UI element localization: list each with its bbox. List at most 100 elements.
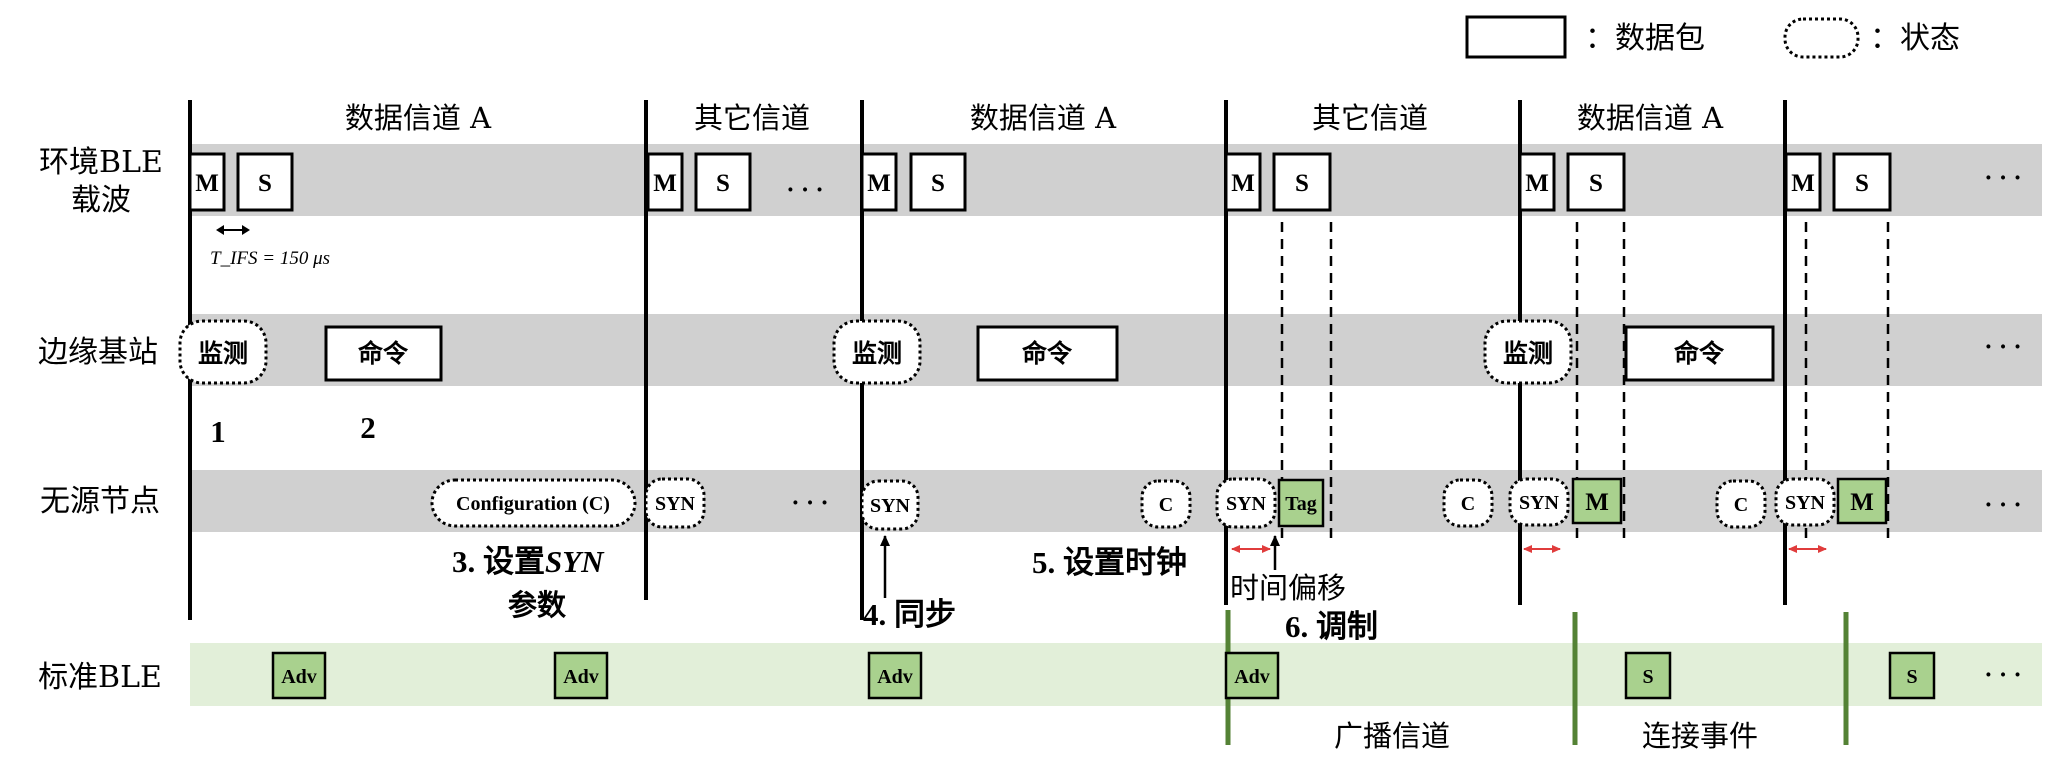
tifs-label: T_IFS = 150 μs — [210, 248, 330, 269]
state-c-label: C — [1159, 494, 1173, 516]
packet-adv-label: Adv — [563, 666, 599, 688]
ellipsis: · · · — [1984, 334, 2022, 361]
packet-adv — [271, 651, 327, 700]
row-label-ambient-1: 环境BLE — [39, 145, 163, 180]
state-syn — [644, 477, 706, 529]
packet-m-label: M — [1231, 170, 1255, 197]
step-3: 3. 设置SYN — [452, 544, 605, 579]
step-2: 2 — [360, 410, 376, 445]
packet-s-label: S — [1589, 170, 1603, 197]
state-syn — [1508, 477, 1570, 527]
packet-m — [1224, 152, 1262, 212]
step-3-italic: SYN — [545, 544, 605, 579]
row-label-passive: 无源节点 — [40, 484, 160, 519]
packet-m-green — [1836, 477, 1888, 525]
state-syn-label: SYN — [1226, 493, 1267, 515]
packet-m-label: M — [195, 170, 219, 197]
legend-packet-box — [1465, 15, 1567, 59]
state-monitor — [1483, 319, 1573, 385]
row-label-standard: 标准BLE — [38, 660, 162, 695]
packet-s-green-label: S — [1906, 666, 1917, 688]
row-label-edge: 边缘基站 — [38, 335, 158, 370]
packet-s-green — [1888, 651, 1936, 700]
packet-s-label: S — [1855, 170, 1869, 197]
legend-state-label: ：状态 — [1870, 21, 1960, 56]
state-configuration — [430, 478, 637, 528]
state-command-label: 命令 — [1674, 339, 1725, 368]
state-monitor — [832, 319, 922, 385]
state-c-label: C — [1734, 494, 1748, 516]
packet-m-green — [1571, 477, 1623, 525]
packet-m — [188, 152, 226, 212]
packet-tag-label: Tag — [1285, 493, 1317, 515]
state-monitor-label: 监测 — [1503, 339, 1553, 368]
row-label-ambient-2: 载波 — [71, 183, 131, 218]
ambient-packets: M S M S M S M S M S M S — [188, 152, 1892, 212]
packet-s — [1566, 152, 1626, 212]
packet-adv — [1224, 651, 1280, 700]
state-command — [324, 325, 443, 382]
packet-s-label: S — [1295, 170, 1309, 197]
legend-packet-label: ：数据包 — [1585, 21, 1705, 56]
packet-m-label: M — [1525, 170, 1549, 197]
packet-adv-label: Adv — [1234, 666, 1270, 688]
state-syn-label: SYN — [1785, 492, 1826, 514]
state-command — [1624, 325, 1775, 382]
state-c — [1140, 479, 1192, 529]
packet-s-green-label: S — [1642, 666, 1653, 688]
packet-adv — [553, 651, 609, 700]
state-monitor-label: 监测 — [198, 339, 248, 368]
state-syn-label: SYN — [870, 495, 911, 517]
time-offset-label: 时间偏移 — [1230, 571, 1346, 605]
state-configuration-label: Configuration (C) — [456, 493, 610, 515]
packet-m — [860, 152, 898, 212]
packet-s — [236, 152, 294, 212]
packet-m — [646, 152, 684, 212]
ellipsis: · · · — [1984, 662, 2022, 689]
packet-adv-label: Adv — [877, 666, 913, 688]
packet-s-green — [1624, 651, 1672, 700]
state-monitor — [178, 319, 268, 385]
legend-state-box — [1783, 17, 1860, 59]
conn-event-label: 连接事件 — [1642, 719, 1758, 753]
state-c — [1715, 479, 1767, 529]
packet-m — [1784, 152, 1822, 212]
state-c — [1442, 478, 1494, 528]
step-3-prefix: 3. 设置 — [452, 544, 545, 579]
step-6: 6. 调制 — [1285, 609, 1378, 644]
packet-s-label: S — [716, 170, 730, 197]
packet-s-label: S — [258, 170, 272, 197]
packet-m-green-label: M — [1850, 489, 1874, 516]
state-command-label: 命令 — [358, 339, 409, 368]
packet-m — [1518, 152, 1556, 212]
packet-s — [694, 152, 752, 212]
ellipsis: · · · — [1984, 492, 2022, 519]
packet-s — [1272, 152, 1332, 212]
step-5: 5. 设置时钟 — [1032, 545, 1187, 580]
adv-channel-label: 广播信道 — [1334, 719, 1450, 753]
packet-adv — [867, 651, 923, 700]
channel-data-a-2: 数据信道 A — [970, 101, 1117, 135]
packet-s-label: S — [931, 170, 945, 197]
state-c-label: C — [1461, 493, 1475, 515]
packet-adv-label: Adv — [281, 666, 317, 688]
step-3-line2: 参数 — [508, 588, 567, 622]
packet-tag — [1277, 478, 1325, 528]
channel-data-a-3: 数据信道 A — [1577, 101, 1724, 135]
ambient-band — [190, 144, 2042, 216]
ellipsis: · · · — [791, 490, 829, 517]
state-syn-label: SYN — [1519, 492, 1560, 514]
packet-m-label: M — [1791, 170, 1815, 197]
packet-m-label: M — [867, 170, 891, 197]
state-monitor-label: 监测 — [852, 339, 902, 368]
channel-other-2: 其它信道 — [1312, 101, 1428, 135]
ellipsis: · · · — [786, 177, 824, 204]
state-syn-label: SYN — [655, 493, 696, 515]
packet-s — [1832, 152, 1892, 212]
packet-m-label: M — [653, 170, 677, 197]
packet-m-green-label: M — [1585, 489, 1609, 516]
state-command-label: 命令 — [1022, 339, 1073, 368]
step-1: 1 — [210, 414, 226, 449]
state-command — [976, 325, 1119, 382]
